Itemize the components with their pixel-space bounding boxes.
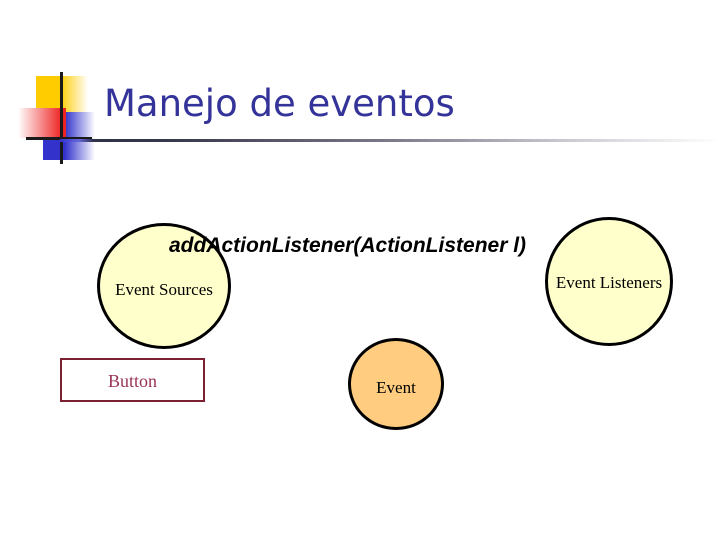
node-event-listeners: Event Listeners <box>545 217 673 346</box>
title-divider <box>60 139 720 142</box>
node-event-sources-label: Event Sources <box>115 280 213 299</box>
method-call-annotation: addActionListener(ActionListener l) <box>169 234 527 257</box>
node-event-sources: Event Sources <box>97 223 231 349</box>
logo-vertical-bar <box>60 72 63 164</box>
node-button-label: Button <box>107 371 157 391</box>
logo-horizontal-bar <box>26 137 92 140</box>
page-title: Manejo de eventos <box>104 82 455 125</box>
title-divider-accent <box>60 139 94 142</box>
node-event: Event <box>348 338 444 430</box>
node-event-listeners-label: Event Listeners <box>555 273 663 292</box>
decorative-logo <box>18 72 100 164</box>
node-event-label: Event <box>376 378 416 397</box>
logo-red-square <box>18 108 66 138</box>
node-button: Button <box>60 358 205 402</box>
